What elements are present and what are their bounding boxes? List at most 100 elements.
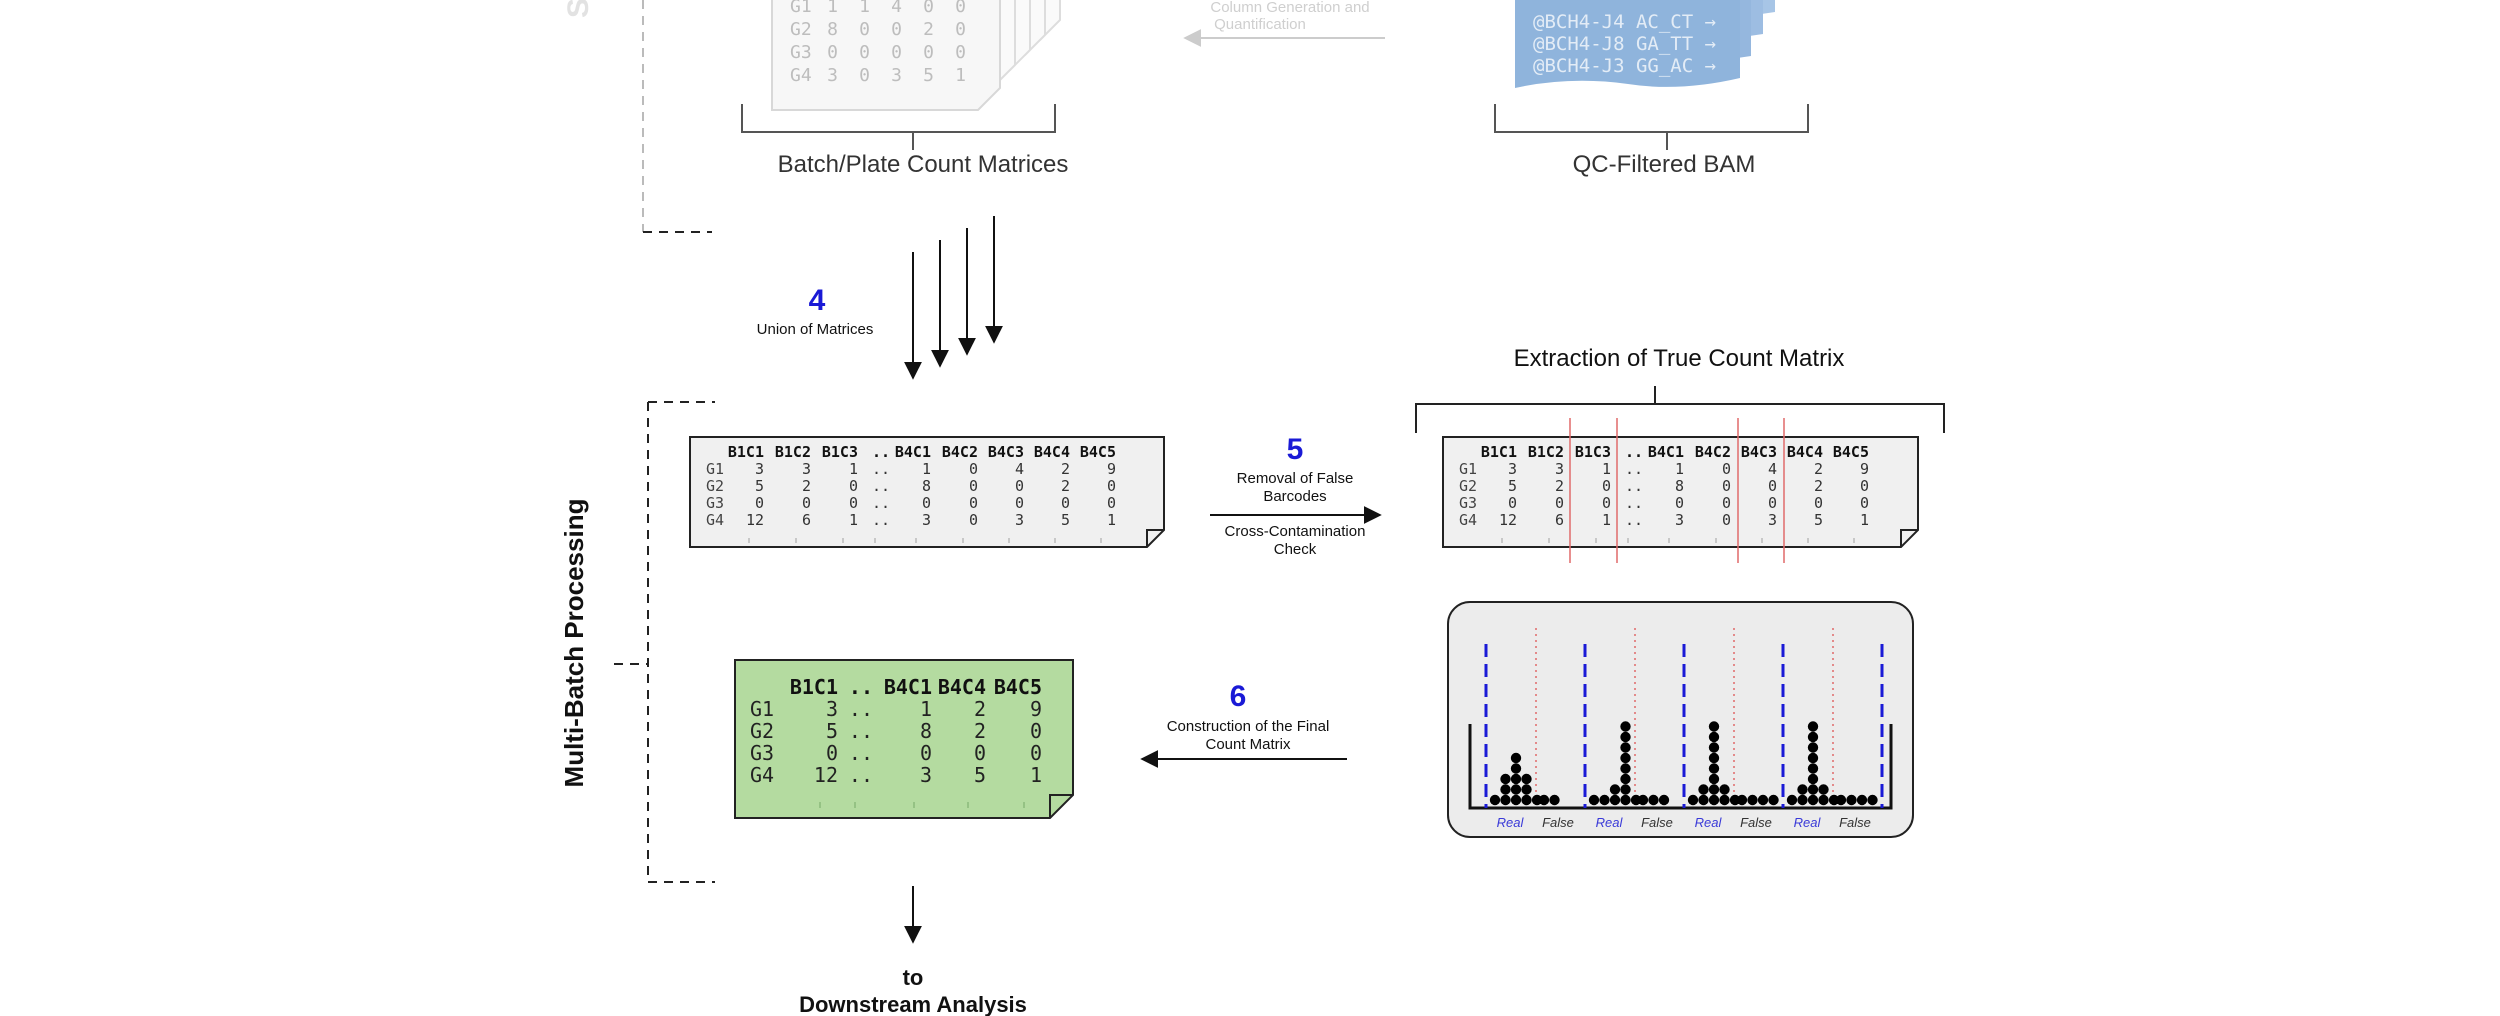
real-barcode-dot xyxy=(1599,794,1610,806)
real-barcode-dot xyxy=(1510,773,1522,785)
filtered-matrix-cell: 2 xyxy=(1555,477,1564,495)
final-matrix-cell: 2 xyxy=(974,697,986,721)
faded-matrix-cell: 1 xyxy=(827,0,838,17)
union-matrix-cell: 1 xyxy=(849,511,858,529)
filtered-matrix-cell: 1 xyxy=(1675,460,1684,478)
filtered-matrix-cell: 4 xyxy=(1768,460,1777,478)
filtered-matrix-cell: .. xyxy=(1625,460,1643,478)
faded-matrix-cell: 4 xyxy=(891,0,902,17)
step5-label-1: Removal of False xyxy=(1237,470,1354,487)
real-barcode-dot xyxy=(1620,773,1631,785)
final-matrix-header-cell: B1C1 xyxy=(790,675,838,699)
final-matrix-header-cell: B4C1 xyxy=(884,675,932,699)
union-matrix-cell: 1 xyxy=(1107,511,1116,529)
union-matrix-header-cell: B4C2 xyxy=(942,443,978,461)
real-barcode-dot xyxy=(1609,784,1621,795)
final-matrix-cell: .. xyxy=(849,763,873,787)
faded-arrow-label-1: Column Generation and xyxy=(1210,0,1369,16)
real-barcode-dot xyxy=(1719,784,1730,795)
union-matrix-header-cell: B4C4 xyxy=(1034,443,1070,461)
real-barcode-dot xyxy=(1510,752,1522,764)
final-matrix-cell: 5 xyxy=(974,763,986,787)
bam-line: @BCH4-J3 GG_AC → xyxy=(1533,55,1716,77)
filtered-matrix-cell: 0 xyxy=(1508,494,1517,512)
union-matrix-cell: 0 xyxy=(802,494,811,512)
filtered-matrix-cell: 0 xyxy=(1675,494,1684,512)
step6-label-1: Construction of the Final xyxy=(1167,718,1330,735)
union-matrix-cell: .. xyxy=(872,460,890,478)
union-arrows xyxy=(904,216,1003,380)
union-matrix-cell: 0 xyxy=(969,477,978,495)
faded-matrix-cell: 0 xyxy=(859,19,870,40)
final-matrix-cell: 5 xyxy=(826,719,838,743)
filtered-matrix-header-cell: B4C5 xyxy=(1833,443,1869,461)
faded-arrow-label-2: Quantification xyxy=(1214,16,1306,33)
real-barcode-dot xyxy=(1620,721,1631,732)
bam-file-stack: @BCH4-J4 AC_CT →@BCH4-J8 GA_TT →@BCH4-J3… xyxy=(1515,0,1775,88)
union-matrix-cell: 0 xyxy=(969,494,978,512)
filtered-matrix-cell: 1 xyxy=(1602,460,1611,478)
real-barcode-dot xyxy=(1797,794,1808,806)
histogram-axes xyxy=(1468,724,1893,810)
union-matrix-cell: G3 xyxy=(706,494,724,512)
filtered-matrix-cell: 9 xyxy=(1860,460,1869,478)
filtered-matrix-cell: 5 xyxy=(1814,511,1823,529)
false-barcode-dot xyxy=(1846,794,1857,806)
final-matrix-cell: G4 xyxy=(750,763,774,787)
false-barcode-dot xyxy=(1835,794,1847,806)
right-brace xyxy=(1494,104,1809,133)
union-matrix-cell: 1 xyxy=(922,460,931,478)
union-matrix-cell: G4 xyxy=(706,511,724,529)
final-matrix-cell: 0 xyxy=(1030,741,1042,765)
filtered-matrix-header-cell: B4C4 xyxy=(1787,443,1823,461)
real-barcode-dot xyxy=(1708,784,1720,795)
filtered-matrix-cell: G2 xyxy=(1459,477,1477,495)
union-matrix-header-cell: B1C3 xyxy=(822,443,858,461)
real-barcode-dot xyxy=(1807,763,1819,774)
filtered-matrix-cell: .. xyxy=(1625,477,1643,495)
final-matrix-cell: 8 xyxy=(920,719,932,743)
filtered-matrix-cell: 5 xyxy=(1508,477,1517,495)
filtered-matrix-cell: 0 xyxy=(1722,494,1731,512)
real-barcode-dot xyxy=(1719,794,1730,806)
filtered-matrix-sheet xyxy=(1442,436,1919,548)
union-matrix-cell: 5 xyxy=(1061,511,1070,529)
filtered-matrix-cell: 0 xyxy=(1860,494,1869,512)
final-matrix-cell: G3 xyxy=(750,741,774,765)
real-barcode-dot xyxy=(1609,794,1621,806)
step5-sub-1: Cross-Contamination xyxy=(1225,523,1366,540)
final-matrix-header-cell: B4C5 xyxy=(994,675,1042,699)
real-label: Real xyxy=(1497,815,1525,830)
left-brace xyxy=(741,104,1056,133)
right-caption: QC-Filtered BAM xyxy=(1573,151,1756,178)
filtered-matrix-cell: 0 xyxy=(1555,494,1564,512)
union-matrix-header-cell: .. xyxy=(872,443,890,461)
filtered-matrix-header-cell: B1C2 xyxy=(1528,443,1564,461)
filtered-matrix-header-cell: B4C2 xyxy=(1695,443,1731,461)
union-matrix-header-cell: B4C3 xyxy=(988,443,1024,461)
faded-matrix-cell: G3 xyxy=(790,42,812,63)
union-matrix-cell: G1 xyxy=(706,460,724,478)
union-matrix-cell: 3 xyxy=(802,460,811,478)
union-matrix-cell: .. xyxy=(872,494,890,512)
bam-line: @BCH4-J4 AC_CT → xyxy=(1533,11,1716,33)
filtered-matrix-cell: 12 xyxy=(1499,511,1517,529)
final-matrix-cell: G2 xyxy=(750,719,774,743)
faded-matrix-cell: 3 xyxy=(827,65,838,86)
filtered-matrix-cell: 1 xyxy=(1602,511,1611,529)
final-matrix-cell: 9 xyxy=(1030,697,1042,721)
false-barcode-dot xyxy=(1856,794,1868,806)
faded-matrix-cell: G2 xyxy=(790,19,812,40)
multi-batch-bracket xyxy=(614,401,715,883)
union-matrix-cell: 3 xyxy=(1015,511,1024,529)
step4-number: 4 xyxy=(809,284,826,317)
false-barcode-dot xyxy=(1658,794,1670,806)
union-matrix-header-cell: B4C1 xyxy=(895,443,931,461)
faded-matrix-cell: 1 xyxy=(859,0,870,17)
real-barcode-dot xyxy=(1807,773,1819,785)
faded-matrix-cell: 2 xyxy=(923,19,934,40)
filtered-matrix-cell: 0 xyxy=(1722,460,1731,478)
